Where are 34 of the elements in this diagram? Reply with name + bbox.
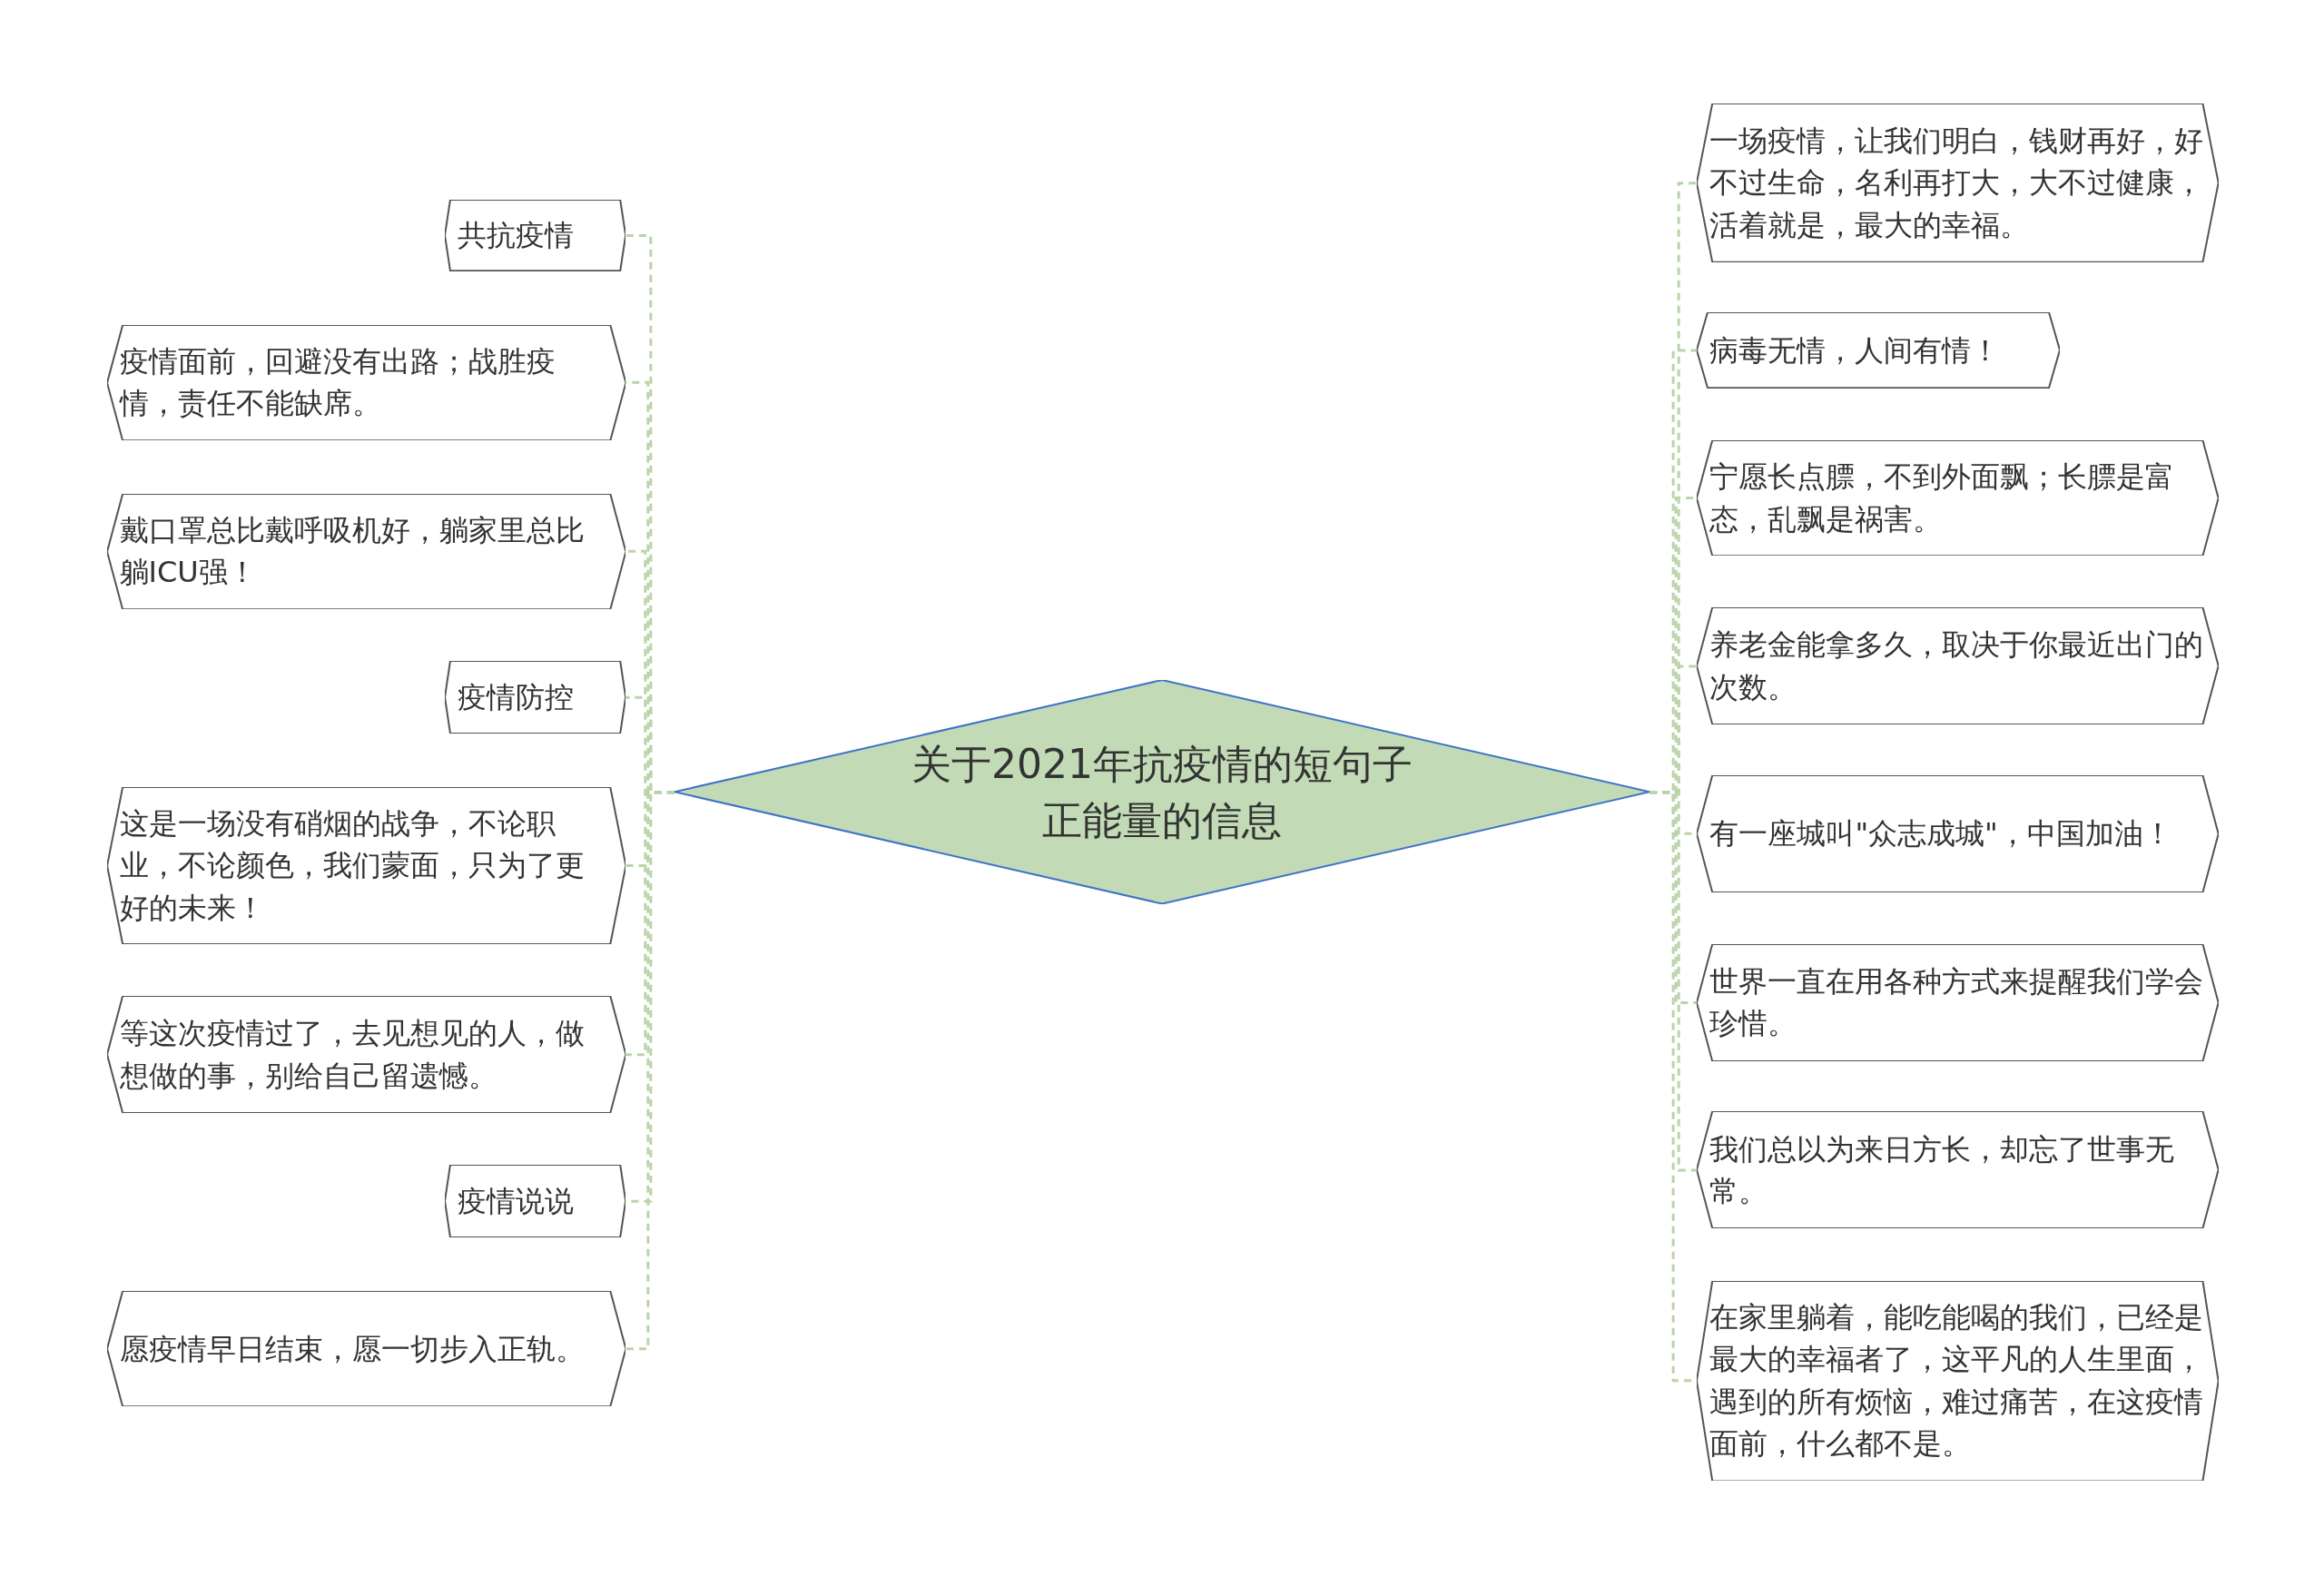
hexagon-box (106, 996, 625, 1114)
node-text: 宁愿长点膘，不到外面飘；长膘是富态，乱飘是祸害。 (1709, 458, 2176, 538)
hexagon-box (106, 493, 625, 609)
node-text: 在家里躺着，能吃能喝的我们，已经是最大的幸福者了，这平凡的人生里面，遇到的所有烦恼，难过痛苦，在这疫情面前，什么都不是。 (1709, 1299, 2205, 1463)
node-text: 疫情防控 (456, 678, 575, 716)
hexagon-box (444, 661, 625, 734)
node-text: 戴口罩总比戴呼吸机好，躺家里总比躺ICU强！ (118, 511, 586, 592)
hexagon-box (1697, 103, 2220, 262)
node-text: 愿疫情早日结束，愿一切步入正轨。 (118, 1330, 586, 1368)
central-diamond (674, 680, 1650, 904)
node-text: 我们总以为来日方长，却忘了世事无常。 (1709, 1130, 2176, 1210)
hexagon-box (1697, 944, 2220, 1061)
hexagon-box (1697, 439, 2220, 557)
node-text: 一场疫情，让我们明白，钱财再好，好不过生命，名利再打大，大不过健康，活着就是，最大的幸福。 (1709, 123, 2205, 244)
node-text: 世界一直在用各种方式来提醒我们学会珍惜。 (1709, 963, 2205, 1043)
node-text: 共抗疫情 (456, 217, 575, 255)
hexagon-box (1697, 607, 2220, 725)
hexagon-box (1697, 312, 2061, 389)
node-text: 养老金能拿多久，取决于你最近出门的次数。 (1709, 626, 2205, 706)
node-text: 疫情面前，回避没有出路；战胜疫情，责任不能缺席。 (118, 342, 556, 423)
hexagon-box (444, 200, 625, 271)
node-text: 病毒无情，人间有情！ (1709, 331, 2002, 369)
hexagon-box (1697, 1111, 2220, 1229)
node-text: 等这次疫情过了，去见想见的人，做想做的事，别给自己留遗憾。 (118, 1015, 586, 1095)
hexagon-box (1697, 1280, 2220, 1481)
hexagon-box (106, 786, 625, 944)
node-text: 有一座城叫"众志成城"，中国加油！ (1709, 815, 2173, 853)
hexagon-box (106, 324, 625, 440)
hexagon-box (1697, 774, 2220, 892)
title-text: 关于2021年抗疫情的短句子正能量的信息 (911, 740, 1413, 845)
hexagon-box (444, 1165, 625, 1238)
node-text: 这是一场没有硝烟的战争，不论职业，不论颜色，我们蒙面，只为了更好的未来！ (118, 804, 586, 927)
node-text: 疫情说说 (456, 1183, 575, 1221)
hexagon-box (106, 1291, 625, 1407)
